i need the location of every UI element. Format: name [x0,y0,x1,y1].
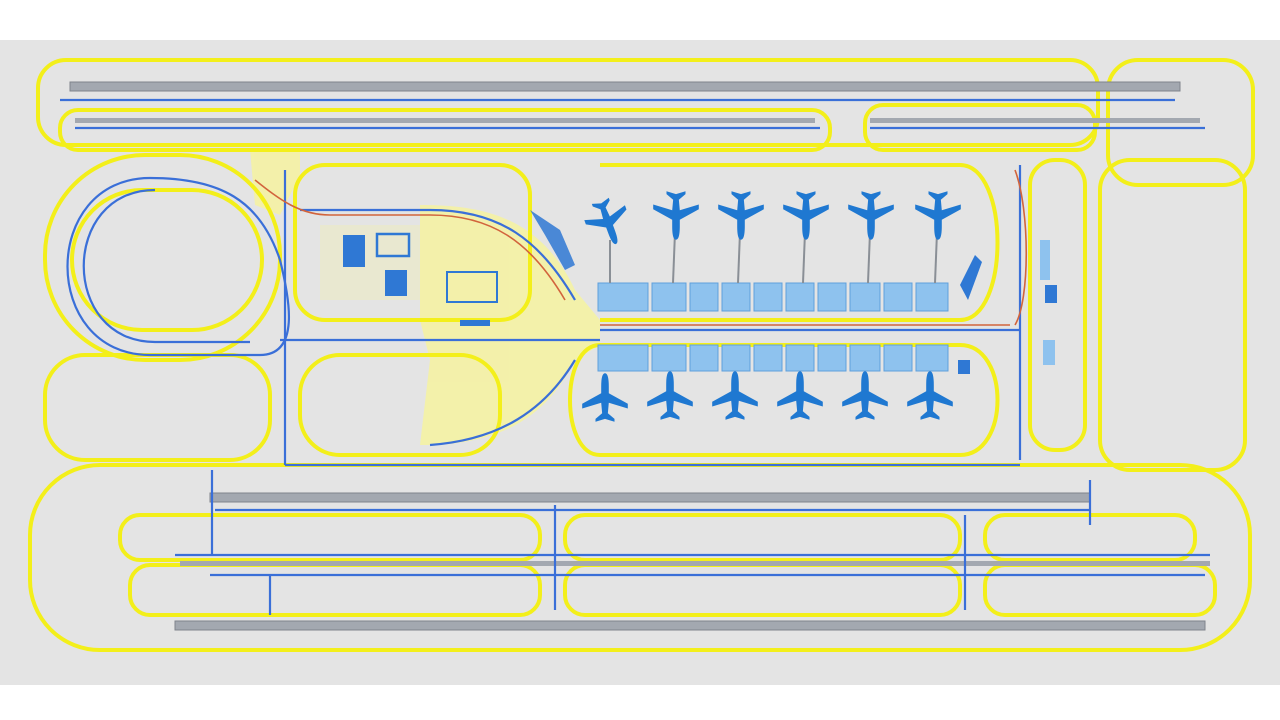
north-runway [69,81,1181,92]
terminal-building [597,282,949,372]
service-roads [254,169,1027,326]
south-runway-lower [174,620,1206,631]
taxiway-lines [60,98,1210,615]
south-runway-upper [209,492,1091,503]
building-a [343,235,365,267]
jet-bridges [609,231,938,284]
facility-buildings [343,210,1057,374]
